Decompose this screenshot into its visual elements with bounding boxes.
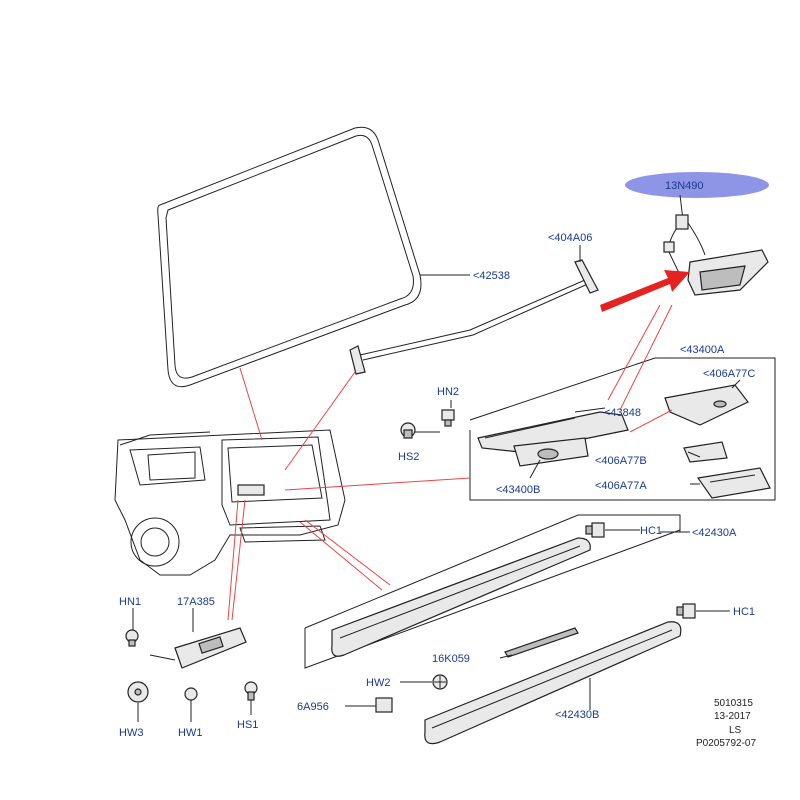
callout-box-42430a: [304, 514, 681, 669]
trim-strip-42430b: [424, 621, 682, 745]
label-hs2: HS2: [398, 451, 419, 463]
label-hs1: HS1: [237, 719, 258, 731]
camera-assembly: [663, 194, 769, 296]
clip-hc1-a: [585, 522, 605, 538]
ref-line-3: LS: [729, 725, 742, 736]
washer-hw1: [184, 687, 198, 701]
red-callout-lines: [227, 304, 673, 621]
label-406a77a: <406A77A: [595, 480, 647, 492]
washer-hw3: [127, 681, 149, 703]
label-hw2: HW2: [366, 677, 390, 689]
bracket-406a77c: [664, 384, 749, 426]
pad-6a956: [375, 697, 393, 713]
module-406a77a: [696, 467, 771, 499]
red-arrow: [600, 270, 690, 312]
label-43400b: <43400B: [496, 484, 540, 496]
badge-plate: [477, 411, 629, 453]
callout-box-43400a: [469, 357, 776, 501]
part-labels: 13N490 <404A06 <42538 <43400A <406A77C <…: [119, 180, 755, 739]
label-43848: <43848: [604, 407, 641, 419]
vehicle-outline: [114, 429, 346, 576]
label-16k059: 16K059: [432, 653, 470, 665]
label-hc1-a: HC1: [640, 525, 662, 537]
label-hw1: HW1: [178, 727, 202, 739]
highlight-ellipse: [625, 172, 769, 198]
label-406a77c: <406A77C: [703, 368, 755, 380]
ref-line-4: P0205792-07: [696, 738, 756, 749]
leader-lines: [132, 245, 741, 722]
bracket-17a385: [174, 627, 247, 669]
label-13n490: 13N490: [665, 180, 704, 192]
clip-406a77b: [683, 441, 728, 463]
label-6a956: 6A956: [297, 701, 329, 713]
screw-hs1: [244, 681, 258, 701]
label-406a77b: <406A77B: [595, 455, 647, 467]
washer-hw2: [432, 674, 448, 690]
housing-43400b: [513, 437, 589, 467]
ref-line-2: 13-2017: [714, 711, 751, 722]
fastener-hn1: [125, 629, 139, 647]
ref-line-1: 5010315: [714, 698, 753, 709]
clip-hc1-b: [676, 603, 696, 619]
label-hn2: HN2: [437, 386, 459, 398]
label-43400a: <43400A: [680, 344, 725, 356]
fastener-hn2: [441, 409, 455, 427]
label-404a06: <404A06: [548, 232, 592, 244]
reference-block: 5010315 13-2017 LS P0205792-07: [696, 698, 756, 749]
fastener-hs2: [400, 422, 416, 439]
label-42430a: <42430A: [692, 527, 737, 539]
trim-strip-42430a: [331, 537, 591, 657]
label-hw3: HW3: [119, 727, 143, 739]
label-42538: <42538: [473, 270, 510, 282]
label-hn1: HN1: [119, 596, 141, 608]
label-42430b: <42430B: [555, 709, 599, 721]
wire-rod: [349, 259, 599, 375]
tailgate-seal: [157, 126, 422, 388]
seal-strip-16k059: [504, 627, 579, 658]
label-hc1-b: HC1: [733, 606, 755, 618]
label-17a385: 17A385: [177, 596, 215, 608]
